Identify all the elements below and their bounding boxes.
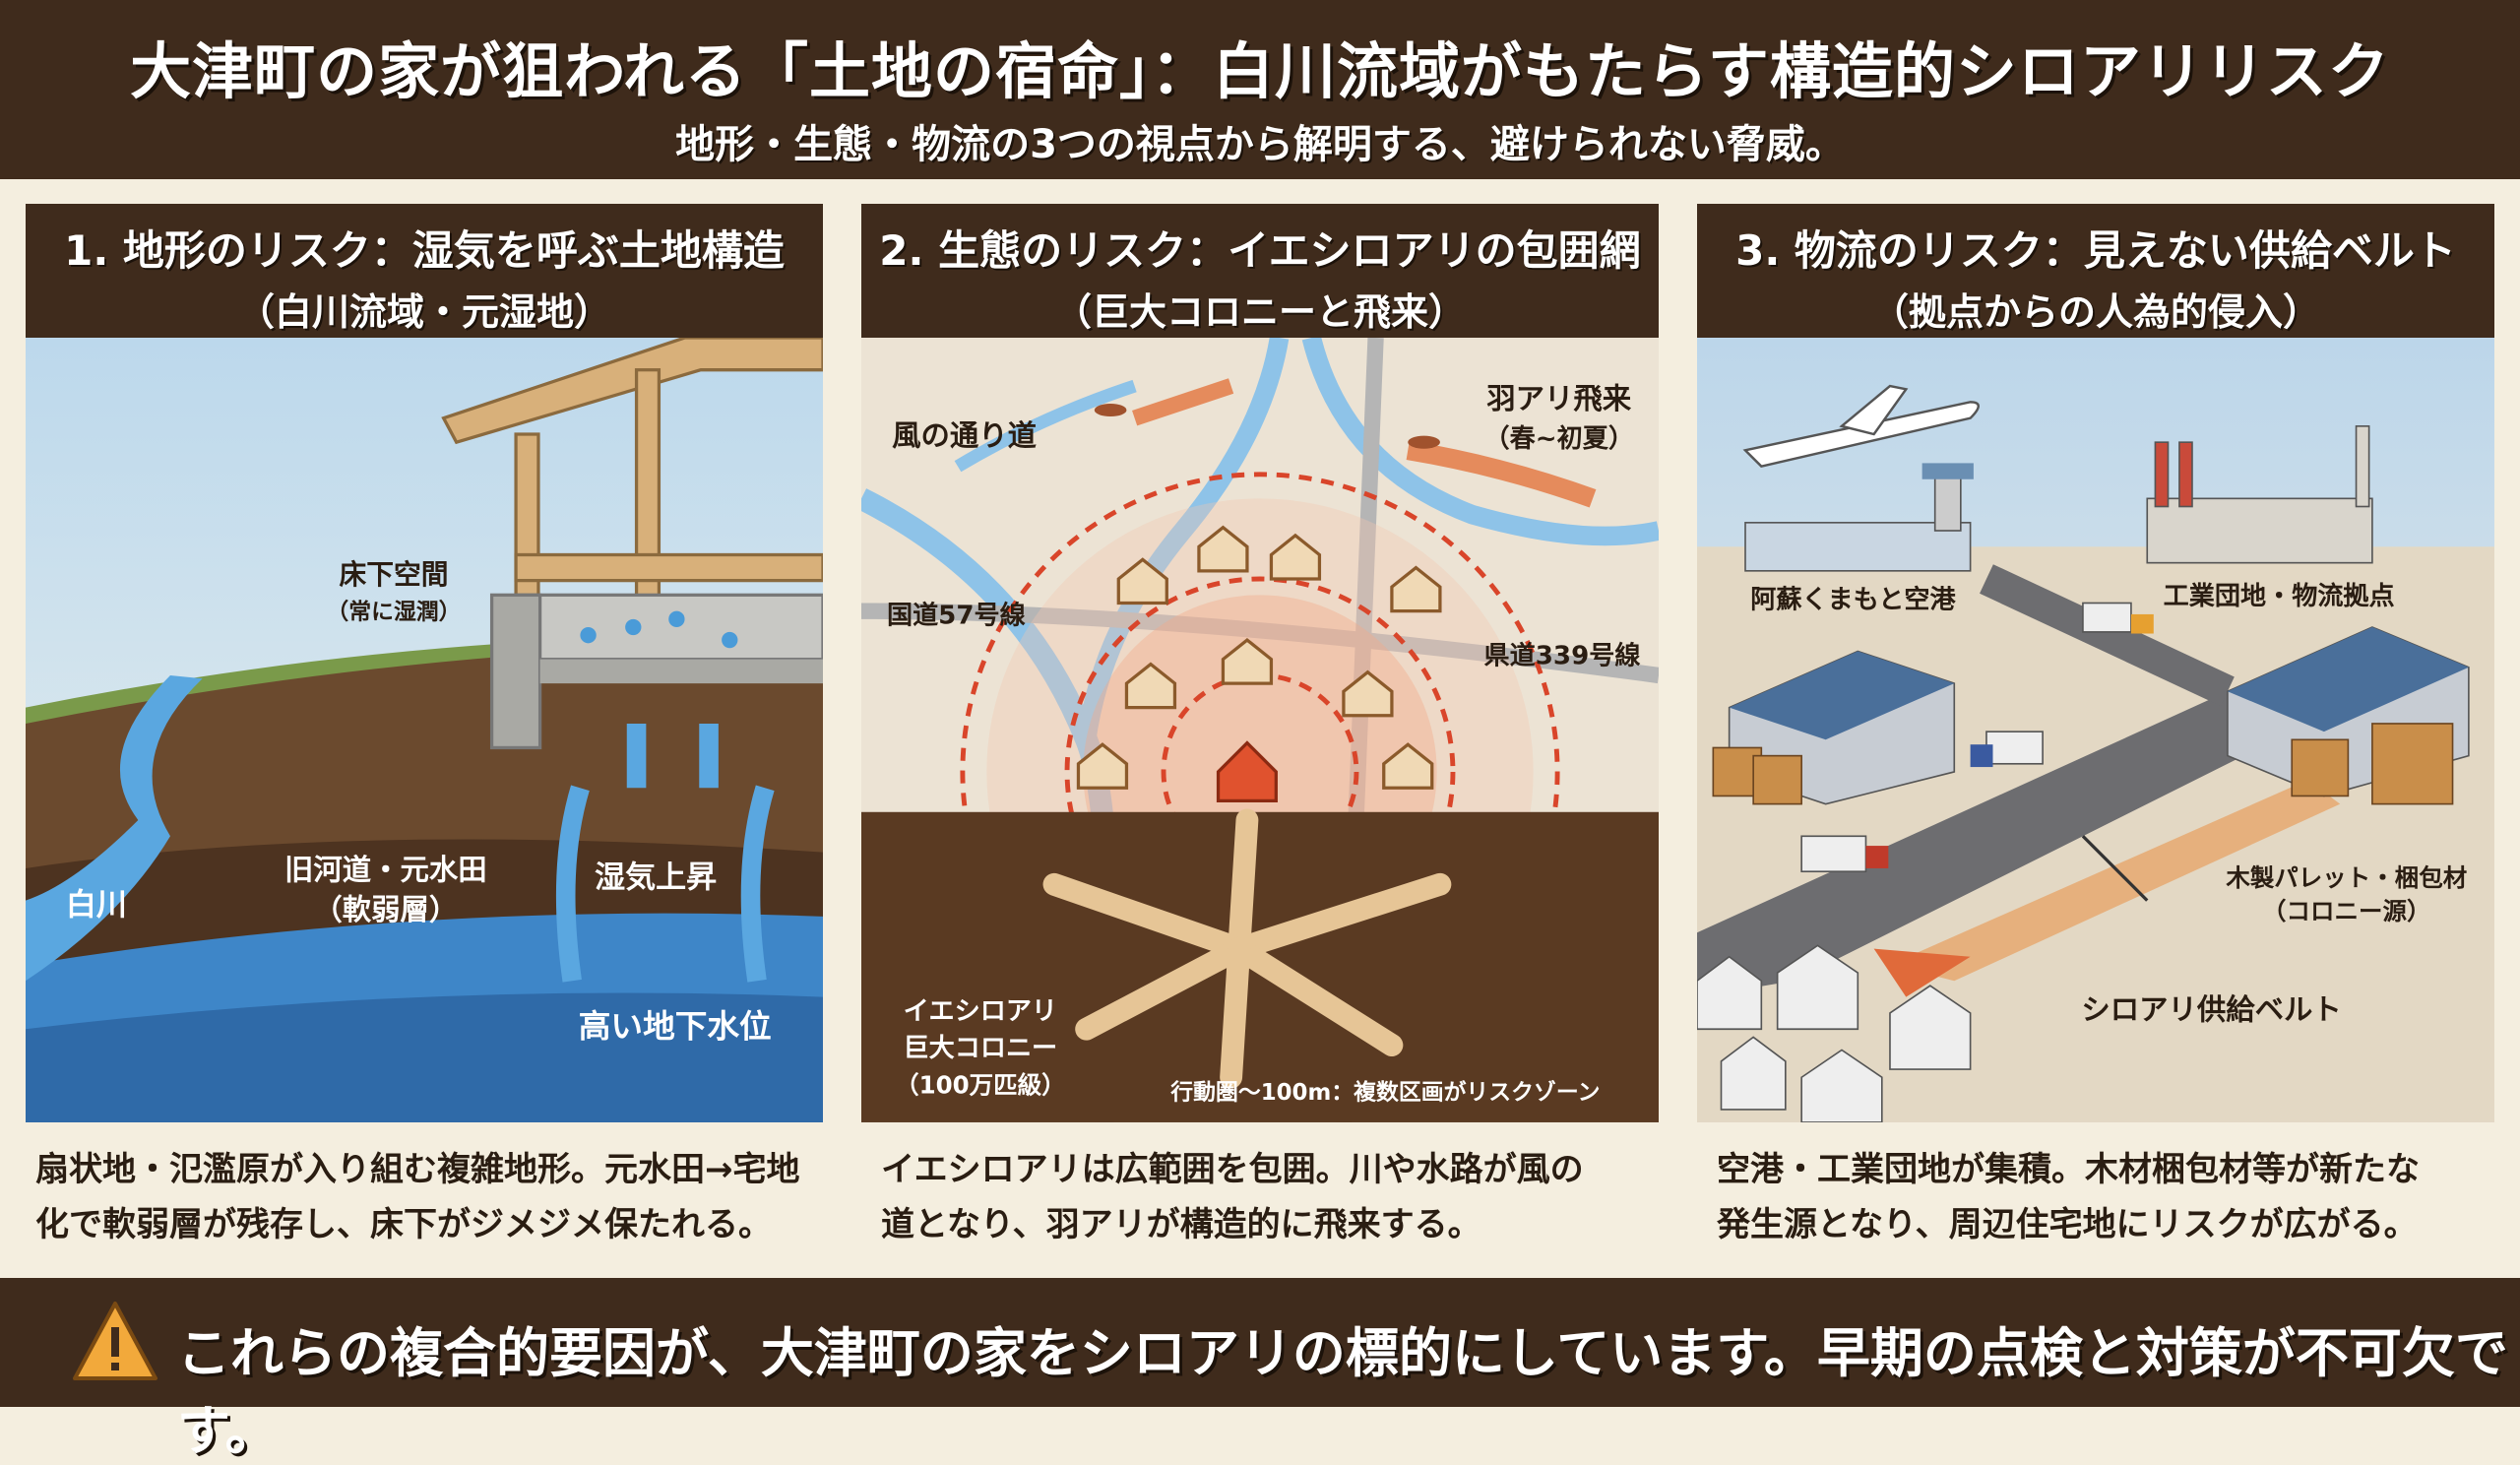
supply-belt-arrow-icon [1889, 780, 2341, 982]
truck-icon [1800, 602, 2154, 873]
svg-text:巨大コロニー: 巨大コロニー [904, 1034, 1058, 1063]
panel-header: 1. 地形のリスク：湿気を呼ぶ土地構造 （白川流域・元湿地） [26, 204, 823, 338]
footer-message: これらの複合的要因が、大津町の家をシロアリの標的にしています。早期の点検と対策が… [177, 1322, 2508, 1462]
house-icon [1697, 944, 1972, 1122]
label-river: 白川 [66, 887, 127, 923]
label-underfloor: 床下空間 [339, 558, 448, 591]
panel-description: 空港・工業団地が集積。木材梱包材等が新たな 発生源となり、周辺住宅地にリスクが広… [1717, 1150, 2420, 1244]
label-old-river-note: （軟弱層） [313, 893, 458, 926]
label-underfloor-note: （常に湿潤） [326, 599, 461, 625]
panel-header: 3. 物流のリスク：見えない供給ベルト （拠点からの人為的侵入） [1697, 204, 2494, 338]
panel-terrain: 1. 地形のリスク：湿気を呼ぶ土地構造 （白川流域・元湿地） 床下空間 （常に湿… [26, 204, 823, 1122]
label-route-339: 県道339号線 [1484, 641, 1641, 671]
label-swarm: 羽アリ飛来 [1486, 382, 1632, 415]
svg-text:（100万匹級）: （100万匹級） [895, 1071, 1066, 1100]
wind-arrow-icon [954, 379, 1137, 473]
label-range: 行動圏〜100m：複数区画がリスクゾーン [1169, 1079, 1600, 1106]
label-route-57: 国道57号線 [887, 601, 1026, 631]
flight-arrow-icon [1132, 378, 1234, 426]
factory-icon [2146, 425, 2373, 564]
label-airport: 阿蘇くまもと空港 [1750, 584, 1956, 614]
panel-title: 2. 生態のリスク：イエシロアリの包囲網 [879, 226, 1641, 275]
label-groundwater: 高い地下水位 [579, 1007, 772, 1045]
panel-subtitle: （巨大コロニーと飛来） [1053, 290, 1466, 334]
label-industrial: 工業団地・物流拠点 [2164, 581, 2395, 611]
house-frame-icon [441, 338, 823, 613]
panel-subtitle: （白川流域・元湿地） [236, 290, 611, 334]
label-pallet: 木製パレット・梱包材 [2225, 863, 2467, 892]
label-old-river: 旧河道・元水田 [284, 853, 487, 886]
label-swarm-note: （春~初夏） [1484, 424, 1634, 454]
colony-nest-icon [1042, 808, 1452, 1089]
panel-title: 1. 地形のリスク：湿気を呼ぶ土地構造 [64, 226, 785, 275]
label-wind-path: 風の通り道 [892, 418, 1038, 452]
panel-ecology: 2. 生態のリスク：イエシロアリの包囲網 （巨大コロニーと飛来） [861, 204, 1659, 1122]
page-subtitle: 地形・生態・物流の3つの視点から解明する、避けられない脅威。 [675, 122, 1845, 167]
label-pallet-note: （コロニー源） [2262, 897, 2430, 925]
airplane-icon [1742, 384, 1980, 469]
wooden-pallet-icon [1712, 723, 2454, 805]
ecology-illustration: 風の通り道 羽アリ飛来 （春~初夏） 国道57号線 県道339号線 イエシロアリ… [861, 338, 1659, 1122]
winged-ant-icon [1094, 403, 1440, 449]
logistics-illustration: 阿蘇くまもと空港 工業団地・物流拠点 木製パレット・梱包材 （コロニー源） シロ… [1697, 338, 2494, 1122]
river-icon [26, 674, 203, 982]
foundation-icon [489, 593, 823, 750]
header: 大津町の家が狙われる「土地の宿命」：白川流域がもたらす構造的シロアリリスク 地形… [0, 0, 2520, 179]
terrain-illustration: 床下空間 （常に湿潤） 旧河道・元水田 （軟弱層） 湿気上昇 白川 高い地下水位 [26, 338, 823, 1122]
panel-description: イエシロアリは広範囲を包囲。川や水路が風の 道となり、羽アリが構造的に飛来する。 [881, 1150, 1584, 1244]
target-house-icon [1216, 740, 1278, 802]
road-57 [861, 603, 1659, 684]
warning-icon [73, 1302, 158, 1380]
panel-title: 3. 物流のリスク：見えない供給ベルト [1735, 226, 2456, 275]
panel-logistics: 3. 物流のリスク：見えない供給ベルト （拠点からの人為的侵入） 阿蘇くまもと空… [1697, 204, 2494, 1122]
footer-banner: これらの複合的要因が、大津町の家をシロアリの標的にしています。早期の点検と対策が… [0, 1278, 2520, 1462]
water-drop-icon [580, 610, 738, 649]
page-title: 大津町の家が狙われる「土地の宿命」：白川流域がもたらす構造的シロアリリスク [130, 35, 2390, 107]
airport-terminal-icon [1744, 463, 1974, 572]
humidity-arrow-icon [555, 723, 775, 983]
label-colony: イエシロアリ [904, 996, 1057, 1026]
panel-description: 扇状地・氾濫原が入り組む複雑地形。元水田→宅地 化で軟弱層が残存し、床下がジメジ… [35, 1150, 800, 1244]
label-supply-belt: シロアリ供給ベルト [2081, 992, 2341, 1026]
panel-subtitle: （拠点からの人為的侵入） [1870, 290, 2320, 334]
leader-line [2081, 835, 2149, 902]
road [1697, 691, 2341, 997]
panel-header: 2. 生態のリスク：イエシロアリの包囲網 （巨大コロニーと飛来） [861, 204, 1659, 338]
label-humidity: 湿気上昇 [595, 860, 717, 896]
house-icon [1076, 525, 1442, 790]
